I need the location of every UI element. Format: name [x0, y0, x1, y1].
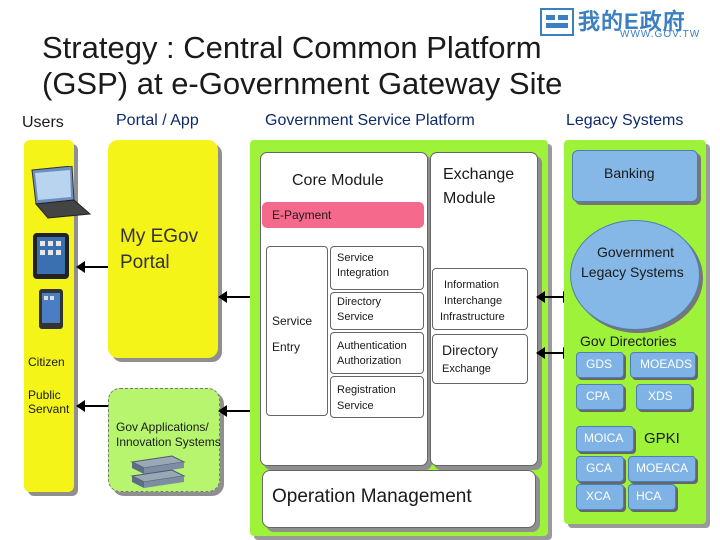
- arrow-portal-gsp: [218, 291, 260, 303]
- logo-icon: [540, 8, 574, 36]
- authentication-label-1: Authentication: [337, 340, 407, 352]
- authentication-box[interactable]: [330, 332, 424, 374]
- moica-chip[interactable]: [576, 426, 634, 452]
- smartphone-icon: [39, 289, 63, 329]
- public-servant-label-2: Servant: [28, 402, 70, 416]
- info-interchange-box[interactable]: [432, 268, 528, 330]
- gov-apps-label-2: Innovation Systems: [116, 435, 221, 449]
- citizen-label: Citizen: [28, 355, 65, 369]
- moeaca-label: MOEACA: [636, 461, 689, 475]
- logo-url: WWW.GOV.TW: [620, 29, 701, 40]
- directory-exchange-box[interactable]: [432, 334, 528, 384]
- tablet-icon: [33, 233, 69, 279]
- info-interchange-label-3: Infrastructure: [440, 311, 505, 323]
- xca-label: XCA: [586, 489, 611, 503]
- service-entry-box[interactable]: [266, 246, 328, 416]
- title-line-2: (GSP) at e-Government Gateway Site: [42, 66, 563, 101]
- header-portal: Portal / App: [116, 112, 199, 129]
- hca-label: HCA: [636, 489, 662, 503]
- egov-logo: 我的E政府 WWW.GOV.TW: [540, 6, 715, 46]
- public-servant-label-1: Public: [28, 388, 61, 402]
- logo-text: 我的E政府: [578, 9, 686, 34]
- gov-legacy-box[interactable]: [570, 220, 700, 330]
- xds-chip[interactable]: [636, 384, 692, 410]
- arrow-gsp-legacy: [536, 291, 572, 303]
- cpa-chip[interactable]: [576, 384, 624, 410]
- xds-label: XDS: [648, 389, 673, 403]
- moica-label: MOICA: [584, 431, 624, 445]
- header-users: Users: [22, 114, 64, 131]
- service-integration-box[interactable]: [330, 246, 424, 290]
- directory-service-label-2: Service: [337, 311, 374, 323]
- header-legacy: Legacy Systems: [566, 112, 684, 129]
- page-title: Strategy : Central Common Platform (GSP)…: [42, 30, 642, 102]
- service-entry-label-2: Entry: [272, 340, 301, 354]
- directory-exchange-label-1: Directory: [442, 342, 499, 358]
- my-egov-label-2: Portal: [120, 252, 170, 273]
- gov-directories-label: Gov Directories: [580, 333, 677, 349]
- title-line-1: Strategy : Central Common Platform: [42, 30, 542, 65]
- cpa-label: CPA: [586, 389, 610, 403]
- gov-legacy-label-2: Legacy Systems: [581, 264, 684, 280]
- service-integration-label-1: Service: [337, 252, 374, 264]
- directory-service-box[interactable]: [330, 292, 424, 330]
- authentication-label-2: Authorization: [337, 355, 402, 367]
- server-icon: [130, 455, 186, 488]
- operation-management-label: Operation Management: [272, 486, 472, 507]
- core-module-label: Core Module: [292, 172, 384, 189]
- gpki-label: GPKI: [644, 430, 680, 447]
- gov-apps-label-1: Gov Applications/: [116, 420, 209, 434]
- directory-exchange-label-2: Exchange: [442, 363, 491, 375]
- gov-legacy-label-1: Government: [597, 244, 675, 260]
- hca-chip[interactable]: [628, 484, 676, 510]
- gds-chip[interactable]: [576, 352, 624, 378]
- directory-service-label-1: Directory: [337, 296, 382, 308]
- moeads-label: MOEADS: [640, 357, 693, 371]
- moeads-chip[interactable]: [630, 352, 696, 378]
- gca-chip[interactable]: [576, 456, 624, 482]
- banking-label: Banking: [604, 165, 655, 181]
- arrow-directory-legacy: [536, 347, 572, 359]
- my-egov-label-1: My EGov: [120, 226, 199, 247]
- registration-label-2: Service: [337, 400, 374, 412]
- registration-label-1: Registration: [337, 384, 396, 396]
- e-payment-box[interactable]: [262, 202, 424, 228]
- e-payment-label: E-Payment: [272, 208, 332, 222]
- my-egov-portal[interactable]: [108, 140, 218, 358]
- exchange-module-label-1: Exchange: [443, 166, 515, 183]
- exchange-module-label-2: Module: [443, 190, 496, 207]
- gca-label: GCA: [586, 461, 613, 475]
- registration-box[interactable]: [330, 376, 424, 418]
- info-interchange-label-2: Interchange: [444, 295, 503, 307]
- moeaca-chip[interactable]: [628, 456, 696, 482]
- arrow-apps-gsp: [218, 405, 260, 417]
- xca-chip[interactable]: [576, 484, 624, 510]
- info-interchange-label-1: Information: [444, 279, 500, 291]
- header-gsp: Government Service Platform: [265, 112, 475, 129]
- service-integration-label-2: Integration: [337, 267, 389, 279]
- laptop-icon: [31, 166, 92, 219]
- gds-label: GDS: [586, 357, 613, 371]
- banking-box[interactable]: [572, 150, 698, 202]
- operation-management-box[interactable]: [262, 470, 536, 528]
- service-entry-label-1: Service: [272, 314, 313, 328]
